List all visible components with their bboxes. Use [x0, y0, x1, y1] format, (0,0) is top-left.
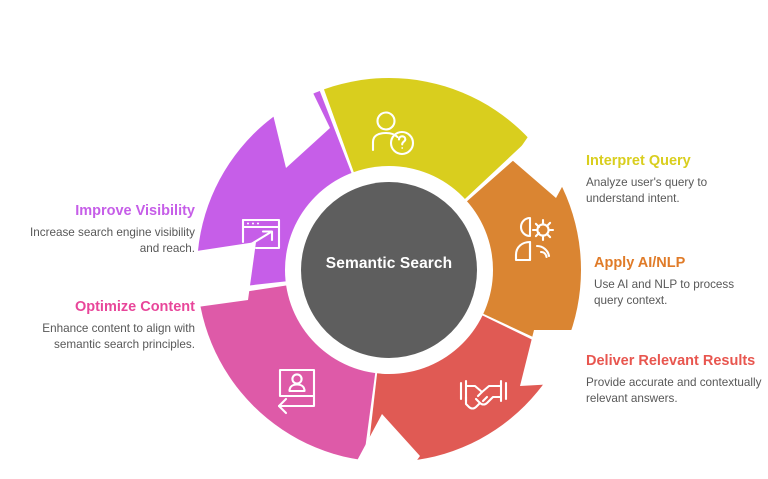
label-optimize-content[interactable]: Optimize Content Enhance content to alig… [10, 298, 195, 352]
hub-circle [301, 182, 477, 358]
head-gear-ai-icon [514, 216, 555, 262]
label-apply-ai-nlp[interactable]: Apply AI/NLP Use AI and NLP to process q… [594, 254, 764, 308]
hub-label: Semantic Search [325, 255, 453, 272]
label-apply-ai-nlp-description: Use AI and NLP to process query context. [594, 278, 735, 307]
browser-growth-arrow-icon [239, 218, 281, 254]
label-optimize-content-title: Optimize Content [74, 299, 195, 315]
segment-separators [190, 66, 596, 478]
user-question-icon [371, 111, 415, 156]
label-deliver-relevant-results-title: Deliver Relevant Results [586, 353, 756, 369]
label-optimize-content-description: Enhance content to align with semantic s… [42, 322, 195, 351]
handshake-icon [459, 379, 508, 410]
label-improve-visibility-title: Improve Visibility [75, 203, 195, 219]
label-interpret-query-title: Interpret Query [586, 153, 691, 169]
label-improve-visibility-description: Increase search engine visibility and re… [29, 226, 195, 255]
label-improve-visibility[interactable]: Improve Visibility Increase search engin… [10, 202, 195, 256]
label-interpret-query-description: Analyze user's query to understand inten… [586, 176, 708, 205]
label-deliver-relevant-results[interactable]: Deliver Relevant Results Provide accurat… [586, 352, 768, 406]
label-apply-ai-nlp-title: Apply AI/NLP [594, 255, 686, 271]
label-deliver-relevant-results-description: Provide accurate and contextually releva… [586, 376, 762, 405]
user-card-arrow-left-icon [277, 368, 316, 415]
label-interpret-query[interactable]: Interpret Query Analyze user's query to … [586, 152, 764, 206]
